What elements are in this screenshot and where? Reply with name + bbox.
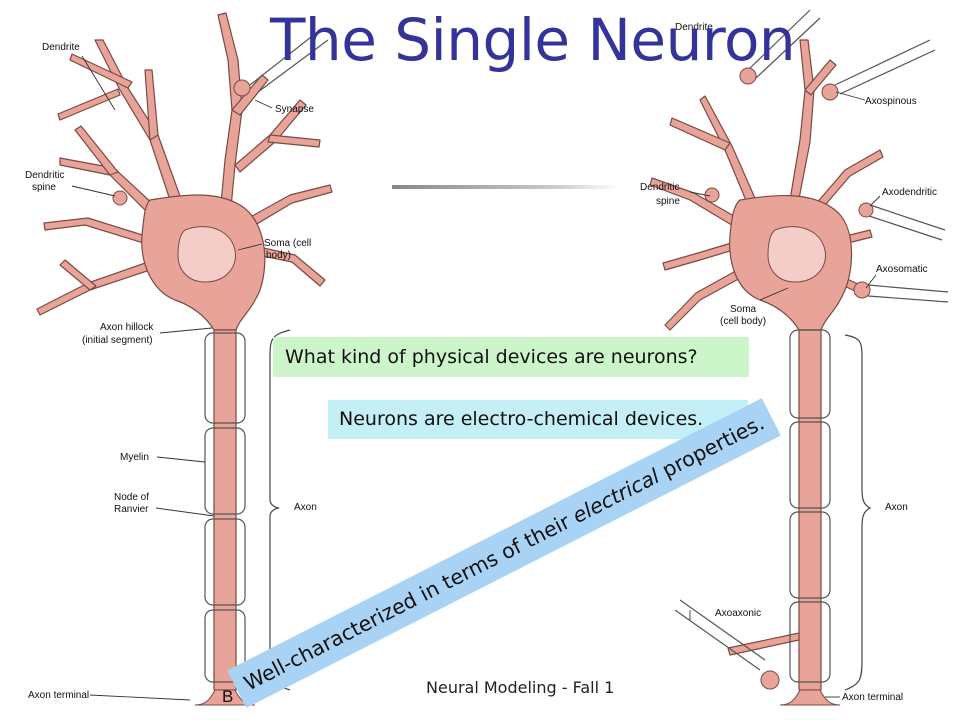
label-axodendritic: Axodendritic: [882, 187, 937, 198]
label-axon: Axon: [294, 502, 317, 513]
label-myelin: Myelin: [120, 452, 149, 463]
label-soma-2: body): [266, 250, 291, 261]
label-axoaxonic: Axoaxonic: [715, 608, 761, 619]
left-neuron-figure: Dendrite Synapse Dendritic spine Soma (c…: [25, 12, 333, 706]
label-soma-right-2: (cell body): [720, 316, 766, 327]
label-axosomatic: Axosomatic: [876, 264, 928, 275]
slide-footer: Neural Modeling - Fall 1: [426, 678, 615, 697]
label-dendritic-spine-1: Dendritic: [25, 170, 64, 181]
label-dendritic-spine-right-1: Dendritic: [640, 182, 679, 193]
label-dendrite-right: Dendrite: [675, 22, 713, 33]
slide-title: The Single Neuron: [270, 6, 796, 74]
label-axon-right: Axon: [885, 502, 908, 513]
right-neuron-figure: Dendrite Axospinous Dendritic spine Axod…: [640, 9, 949, 706]
label-node-2: Ranvier: [114, 504, 149, 515]
question-box: What kind of physical devices are neuron…: [273, 337, 749, 377]
label-synapse: Synapse: [275, 104, 314, 115]
label-soma-right-1: Soma: [730, 304, 757, 315]
label-dendritic-spine-2: spine: [32, 182, 56, 193]
label-axon-terminal-right: Axon terminal: [842, 692, 903, 703]
label-dendritic-spine-right-2: spine: [656, 196, 680, 207]
label-axon-hillock-2: (initial segment): [82, 335, 153, 346]
label-axon-terminal: Axon terminal: [28, 690, 89, 701]
label-soma-1: Soma (cell: [264, 238, 311, 249]
label-node-1: Node of: [114, 492, 149, 503]
label-panel-b: B: [222, 687, 233, 706]
label-dendrite: Dendrite: [42, 42, 80, 53]
answer-box: Neurons are electro-chemical devices.: [328, 400, 748, 439]
label-axon-hillock-1: Axon hillock: [100, 322, 154, 333]
label-axospinous: Axospinous: [865, 96, 917, 107]
title-underline: [392, 185, 620, 189]
